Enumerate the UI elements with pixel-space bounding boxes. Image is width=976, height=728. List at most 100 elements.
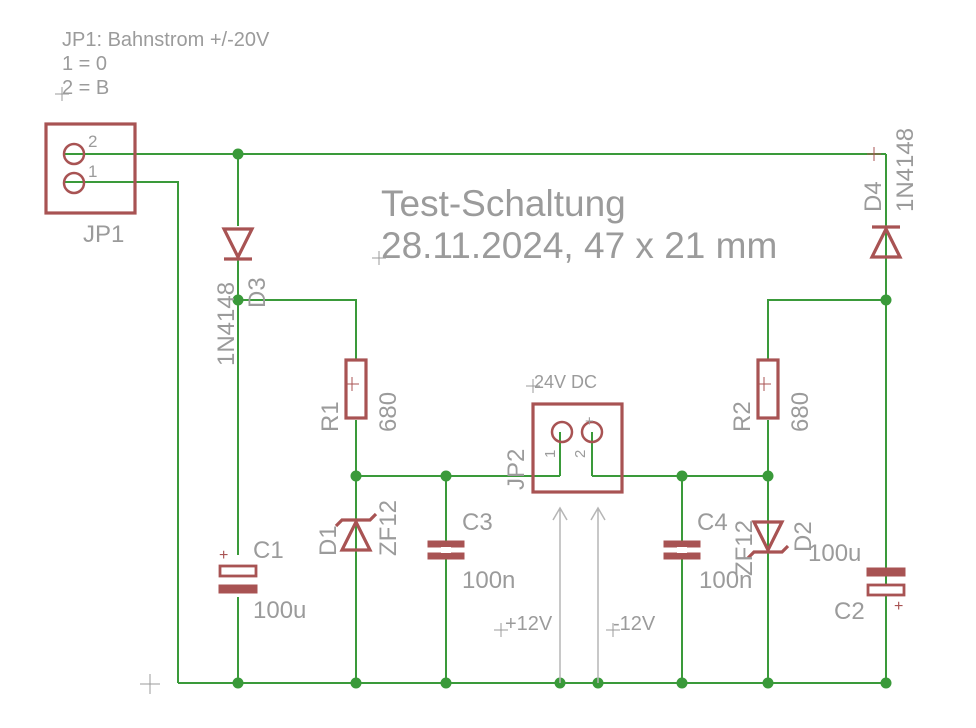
capacitor-c1-plate-top [218,564,258,578]
capacitor-c1: + C1 100u [218,537,306,624]
capacitor-c2-plus: + [894,598,903,615]
capacitor-c4-plate-bottom [663,552,701,560]
capacitor-c2-plate-bottom [866,583,906,597]
resistor-r1: R1 680 [317,358,402,432]
junction-dot [880,677,892,689]
junction-dot [350,470,362,482]
note-line-3: 2 = B [62,77,109,99]
capacitor-c4-plate-top [663,540,701,548]
junction-dot [350,677,362,689]
wire-r2-top [767,299,886,360]
capacitor-c4-name: C4 [697,509,728,536]
jp2-pin1-label: 1 [542,450,559,458]
zener-d2-value: ZF12 [731,520,758,576]
origin-cross-icon [867,147,881,161]
capacitor-c1-plate-bottom [218,584,258,594]
jp1-connector: 2 1 JP1 [44,122,137,248]
resistor-r1-value: 680 [375,392,402,432]
resistor-r1-body [344,358,368,420]
schematic-subtitle: 28.11.2024, 47 x 21 mm [381,225,777,266]
zener-d2-triangle [751,520,785,554]
origin-cross-icon [606,623,620,637]
zener-d1-triangle [339,518,373,552]
note-line-2: 1 = 0 [62,53,107,75]
diode-d4-name: D4 [860,181,887,212]
jp1-body [44,122,137,215]
capacitor-c2-value: 100u [808,540,861,567]
diode-d3-name: D3 [244,277,271,308]
diode-d3-triangle [221,227,255,261]
zener-d1-value: ZF12 [375,500,402,556]
origin-cross-icon [55,87,69,101]
diode-d4-triangle [869,225,903,259]
zener-d1-name: D1 [315,525,342,556]
junction-dot [762,677,774,689]
jp2-plus-mark: + [585,413,594,430]
jp2-value: 24V DC [534,372,597,392]
jp1-pin1-pad [62,171,86,195]
diode-d3-value: 1N4148 [213,282,240,366]
zener-d2: D2 ZF12 [731,520,817,576]
jp2-connector: + 24V DC JP2 1 2 [503,372,624,494]
origin-cross-icon [526,379,540,393]
origin-cross-icon [757,377,771,391]
jp1-pin2-pad [62,142,86,166]
zener-d1: D1 ZF12 [315,500,402,556]
junction-dot [880,294,892,306]
resistor-r2: R2 680 [729,358,814,432]
jp2-body [531,402,624,494]
capacitor-c1-value: 100u [253,597,306,624]
jp2-name: JP2 [503,449,530,490]
arrow-up-icon [552,506,568,683]
capacitor-c3-plate-bottom [427,552,465,560]
jp1-pin2-label: 2 [88,132,97,151]
junction-dot [440,677,452,689]
zener-d1-bar [334,512,378,528]
wire-jp1-pin1 [64,181,179,683]
jp2-pin2-label: 2 [572,450,589,458]
capacitor-c2: + 100u C2 [808,540,906,625]
capacitor-c3-value: 100n [462,567,515,594]
junctions [232,148,892,689]
capacitor-c3: C3 100n [427,509,515,594]
schematic-title: Test-Schaltung [381,183,626,224]
origin-cross-icon [494,623,508,637]
resistor-r1-name: R1 [317,401,344,432]
arrow-up-icon [590,506,606,683]
zener-d2-bar [746,544,790,560]
jp2-pin1-pad [550,420,574,444]
jp1-pin1-label: 1 [88,162,97,181]
supply-arrows [552,506,606,683]
wires [64,153,887,684]
jp2-pin2-pad [580,420,604,444]
junction-dot [676,677,688,689]
diode-d3: D3 1N4148 [213,227,271,366]
note-line-1: JP1: Bahnstrom +/-20V [62,29,270,51]
capacitor-c4: C4 100n [663,509,752,594]
origin-cross-icon [140,674,160,694]
capacitor-c2-name: C2 [834,598,865,625]
capacitor-c1-plus: + [219,547,228,564]
diode-d4: D4 1N4148 [860,128,919,259]
junction-dot [762,470,774,482]
junction-dot [440,470,452,482]
capacitor-c3-plate-top [427,540,465,548]
rail-label-plus12v: +12V [505,613,553,635]
junction-dot [232,294,244,306]
junction-dot [676,470,688,482]
capacitor-c2-plate-top [866,567,906,577]
jp1-name: JP1 [83,221,124,248]
zener-d2-name: D2 [790,521,817,552]
resistor-r2-body [756,358,780,420]
rail-label-minus12v: -12V [613,613,656,635]
capacitor-c3-name: C3 [462,509,493,536]
resistor-r2-name: R2 [729,401,756,432]
origin-cross-icon [345,377,359,391]
junction-dot [232,677,244,689]
capacitor-c1-name: C1 [253,537,284,564]
wire-r1-top [238,299,357,360]
junction-dot [232,148,244,160]
capacitor-c4-value: 100n [699,567,752,594]
origin-markers [55,87,881,694]
